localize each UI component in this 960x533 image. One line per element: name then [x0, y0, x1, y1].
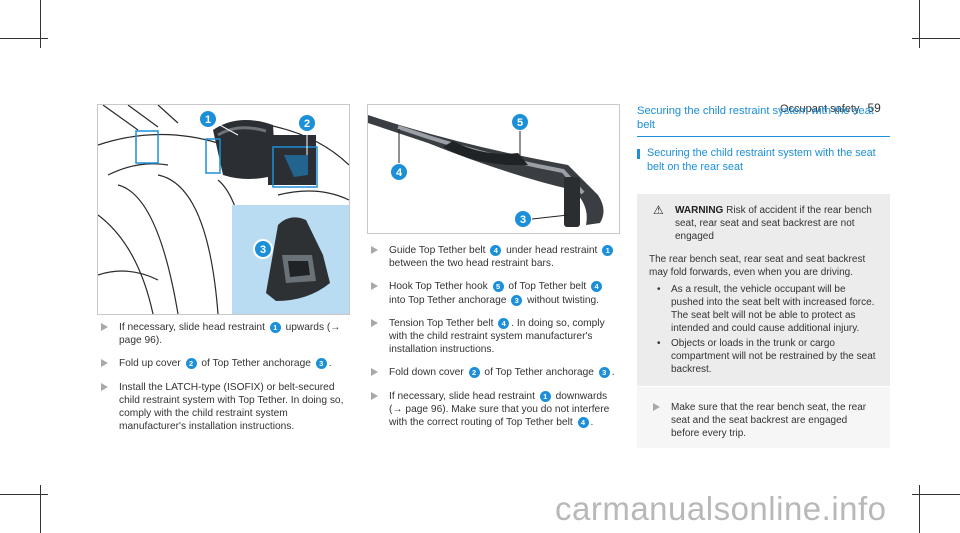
- crop-mark: [919, 0, 920, 48]
- callout-badge: 4: [591, 281, 603, 293]
- crop-mark: [0, 38, 48, 39]
- right-column: Securing the child restraint system with…: [637, 104, 890, 448]
- step-item: Fold up cover 2 of Top Tether anchorage …: [97, 357, 352, 370]
- step-arrow-icon: [371, 368, 378, 377]
- bullet-dot-icon: •: [657, 338, 661, 349]
- middle-column-steps: Guide Top Tether belt 4 under head restr…: [367, 244, 622, 439]
- step-arrow-icon: [101, 323, 108, 331]
- figure-callout: 4: [396, 167, 403, 179]
- step-arrow-icon: [101, 382, 108, 391]
- left-column-steps: If necessary, slide head restraint 1 upw…: [97, 321, 352, 443]
- step-arrow-icon: [371, 246, 378, 254]
- step-arrow-icon: [653, 403, 660, 411]
- warning-action-step: Make sure that the rear bench seat, the …: [637, 386, 890, 448]
- callout-badge: 1: [602, 245, 614, 256]
- section-divider: [637, 136, 890, 137]
- step-item: Fold down cover 2 of Top Tether anchorag…: [367, 366, 622, 379]
- crop-mark: [40, 0, 41, 48]
- callout-badge: 3: [511, 294, 523, 306]
- warning-headline: Risk of accident if the rear bench seat,…: [675, 205, 872, 242]
- tether-illustration: 5 4 3: [368, 112, 604, 229]
- step-arrow-icon: [101, 359, 108, 368]
- crop-mark: [40, 485, 41, 533]
- callout-badge: 1: [269, 322, 281, 333]
- callout-badge: 4: [498, 317, 510, 329]
- figure-callout: 1: [205, 114, 211, 126]
- subsection-marker-icon: [637, 149, 640, 159]
- step-item: Tension Top Tether belt 4. In doing so, …: [367, 317, 622, 357]
- figure-top-tether-belt: 5 4 3: [367, 104, 620, 234]
- callout-badge: 4: [577, 417, 589, 429]
- step-arrow-icon: [371, 318, 378, 327]
- warning-bullet: •Objects or loads in the trunk or cargo …: [657, 338, 876, 375]
- crop-mark: [912, 494, 960, 495]
- callout-badge: 3: [315, 358, 327, 370]
- step-arrow-icon: [371, 282, 378, 291]
- step-item: Hook Top Tether hook 5 of Top Tether bel…: [367, 280, 622, 306]
- callout-badge: 1: [539, 390, 551, 402]
- callout-badge: 4: [490, 245, 502, 256]
- crop-mark: [919, 485, 920, 533]
- figure-callout: 3: [260, 244, 266, 256]
- step-item: If necessary, slide head restraint 1 dow…: [367, 390, 622, 430]
- callout-badge: 5: [492, 281, 504, 293]
- callout-badge: 3: [598, 367, 610, 379]
- step-item: If necessary, slide head restraint 1 upw…: [97, 321, 352, 347]
- callout-badge: 2: [185, 358, 197, 370]
- step-item: Guide Top Tether belt 4 under head restr…: [367, 244, 622, 270]
- warning-bullet: •As a result, the vehicle occupant will …: [657, 284, 875, 334]
- seat-illustration: 1 2 3: [98, 105, 349, 314]
- subsection-title: Securing the child restraint system with…: [637, 147, 890, 174]
- warning-triangle-icon: ⚠: [653, 203, 664, 217]
- crop-mark: [912, 38, 960, 39]
- page-number: 59: [867, 101, 881, 115]
- step-arrow-icon: [371, 391, 378, 400]
- crop-mark: [0, 494, 48, 495]
- figure-callout: 3: [520, 214, 526, 226]
- warning-box: ⚠ WARNING Risk of accident if the rear be…: [637, 194, 890, 386]
- page-header: Occupant safety 59: [780, 101, 881, 115]
- watermark-text: carmanualsonline.info: [555, 490, 887, 527]
- bullet-dot-icon: •: [657, 284, 661, 295]
- figure-callout: 5: [517, 117, 523, 129]
- section-title: Securing the child restraint system with…: [637, 105, 874, 131]
- callout-badge: 2: [468, 367, 480, 379]
- figure-callout: 2: [304, 118, 310, 130]
- figure-seat-anchorage: 1 2 3: [97, 104, 350, 315]
- header-title: Occupant safety: [780, 103, 860, 115]
- warning-label: WARNING: [675, 205, 724, 216]
- warning-header: ⚠ WARNING Risk of accident if the rear be…: [649, 204, 878, 243]
- warning-body: The rear bench seat, rear seat and seat …: [649, 254, 866, 278]
- step-item: Install the LATCH-type (ISOFIX) or belt-…: [97, 381, 352, 434]
